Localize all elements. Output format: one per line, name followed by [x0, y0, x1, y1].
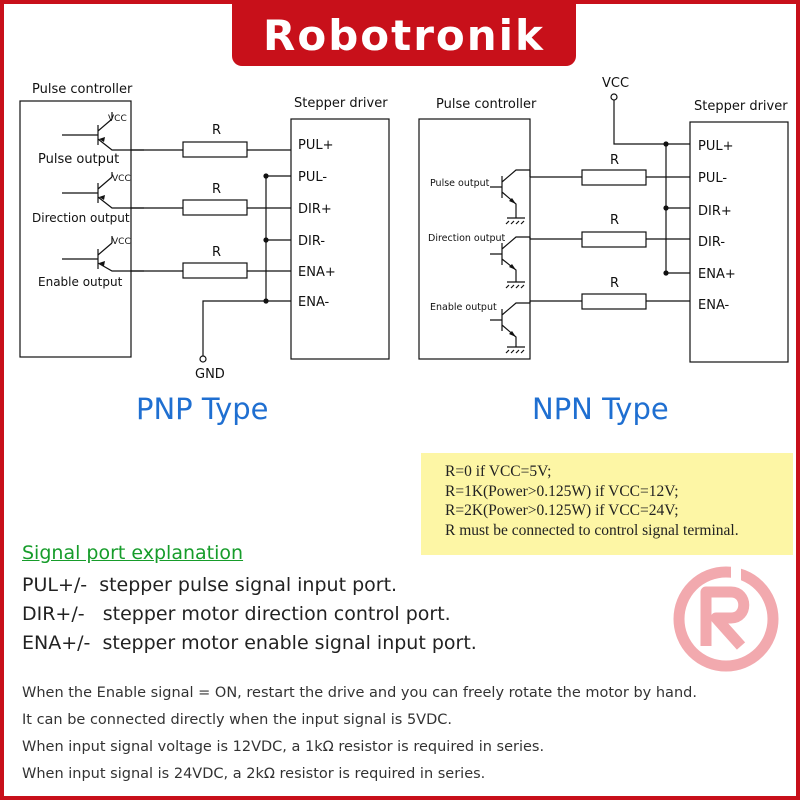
resistor-note-line: R must be connected to control signal te… [445, 521, 739, 539]
npn-resistor-pul [581, 169, 647, 186]
pnp-output-direction: Direction output [32, 211, 130, 225]
npn-driver-box [689, 121, 789, 363]
npn-resistor-label: R [610, 276, 619, 291]
npn-transistor-pulse [490, 169, 530, 225]
npn-resistor-label: R [610, 153, 619, 168]
npn-pin: PUL- [698, 171, 727, 186]
npn-driver-title: Stepper driver [694, 99, 788, 114]
pnp-controller-title: Pulse controller [32, 82, 133, 97]
note-line: When input signal is 24VDC, a 2kΩ resist… [22, 766, 486, 782]
npn-pin: ENA- [698, 298, 730, 313]
port-description: DIR+/- stepper motor direction control p… [22, 603, 451, 625]
pnp-driver-title: Stepper driver [294, 96, 388, 111]
note-line: When the Enable signal = ON, restart the… [22, 685, 697, 701]
npn-resistor-dir [581, 231, 647, 248]
pnp-transistor-pulse [62, 112, 144, 151]
port-description: PUL+/- stepper pulse signal input port. [22, 574, 398, 596]
pnp-resistor-ena [182, 262, 248, 279]
resistor-note-line: R=2K(Power>0.125W) if VCC=24V; [445, 502, 679, 519]
npn-output-direction: Direction output [428, 233, 506, 244]
pnp-resistor-pul [182, 141, 248, 158]
pnp-controller-box [19, 100, 132, 358]
pnp-vcc-label: VCC [112, 174, 131, 184]
npn-output-pulse: Pulse output [430, 178, 490, 189]
pnp-type-title: PNP Type [136, 392, 269, 426]
npn-vcc-label: VCC [602, 76, 629, 91]
pnp-transistor-direction [62, 172, 144, 209]
npn-output-enable: Enable output [430, 302, 497, 313]
brand-name: Robotronik [263, 10, 545, 60]
resistor-note: R=0 if VCC=5V; R=1K(Power>0.125W) if VCC… [421, 453, 793, 555]
npn-resistor-ena [581, 293, 647, 310]
pnp-pin: DIR+ [298, 202, 332, 217]
pnp-driver-box [290, 118, 390, 360]
pnp-output-pulse: Pulse output [38, 152, 119, 167]
npn-controller-title: Pulse controller [436, 97, 537, 112]
pnp-vcc-label: VCC [108, 114, 127, 124]
pnp-resistor-dir [182, 199, 248, 216]
brand-banner: Robotronik [232, 4, 576, 66]
pnp-transistor-enable [62, 236, 144, 272]
npn-transistor-direction [490, 236, 530, 289]
npn-pin: ENA+ [698, 267, 736, 282]
pnp-diagram: Pulse controller Stepper driver VCC Puls… [19, 82, 390, 382]
pnp-pin: DIR- [298, 234, 325, 249]
pnp-pin: ENA+ [298, 265, 336, 280]
pnp-gnd-label: GND [195, 367, 225, 382]
npn-vcc-terminal [610, 93, 618, 101]
robotronik-r-logo-icon [673, 564, 779, 672]
npn-resistor-label: R [610, 213, 619, 228]
pnp-resistor-label: R [212, 245, 221, 260]
pnp-resistor-label: R [212, 123, 221, 138]
pnp-pin: PUL+ [298, 138, 334, 153]
pnp-output-enable: Enable output [38, 275, 123, 289]
pnp-vcc-label: VCC [112, 237, 131, 247]
npn-pin: PUL+ [698, 139, 734, 154]
pnp-pin: PUL- [298, 170, 327, 185]
signal-port-heading: Signal port explanation [22, 542, 244, 564]
npn-type-title: NPN Type [532, 392, 669, 426]
npn-diagram: Pulse controller Stepper driver VCC Puls… [418, 76, 789, 363]
resistor-note-line: R=1K(Power>0.125W) if VCC=12V; [445, 482, 679, 500]
npn-pin: DIR- [698, 235, 725, 250]
wiring-diagram: Pulse controller Stepper driver VCC Puls… [19, 76, 789, 382]
resistor-note-line: R=0 if VCC=5V; [445, 463, 552, 480]
pnp-pin: ENA- [298, 295, 330, 310]
pnp-resistor-label: R [212, 182, 221, 197]
note-line: It can be connected directly when the in… [22, 712, 452, 728]
note-line: When input signal voltage is 12VDC, a 1k… [22, 739, 545, 755]
npn-transistor-enable [490, 302, 530, 354]
npn-pin: DIR+ [698, 204, 732, 219]
port-description: ENA+/- stepper motor enable signal input… [22, 632, 477, 654]
